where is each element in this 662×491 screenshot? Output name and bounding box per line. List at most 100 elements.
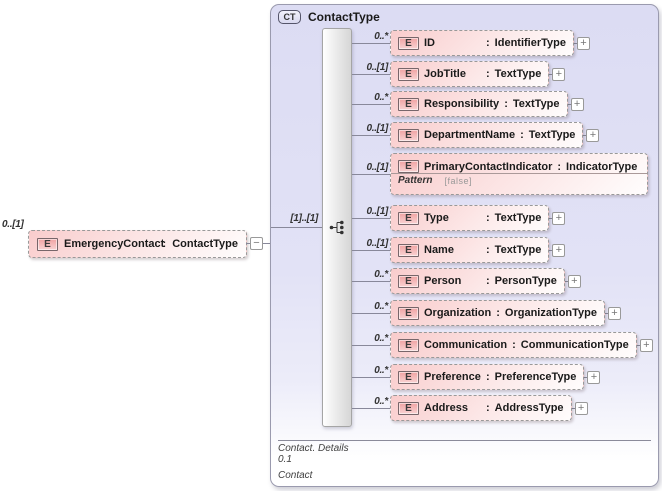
collapse-button[interactable]: − xyxy=(250,237,263,250)
element-box[interactable]: E Communication : CommunicationType xyxy=(390,332,637,358)
annotation-line: 0.1 xyxy=(278,454,292,465)
separator: : xyxy=(486,68,490,80)
element-name: DepartmentName xyxy=(424,129,516,141)
element-name: Person xyxy=(424,275,462,287)
element-box[interactable]: E Preference : PreferenceType xyxy=(390,364,585,390)
element-row: 0..* E Person : PersonType + xyxy=(352,268,581,294)
element-row: 0..[1] E DepartmentName : TextType + xyxy=(352,122,600,148)
separator: : xyxy=(496,307,500,319)
stub-line xyxy=(564,280,568,282)
cardinality-label: 0..[1] xyxy=(366,123,388,134)
connector-line: 0..[1] xyxy=(352,205,390,231)
separator: : xyxy=(504,98,508,110)
connector-line: 0..[1] xyxy=(352,61,390,87)
connector-line: 0..[1] xyxy=(352,153,390,195)
cardinality-label: 0..* xyxy=(374,269,388,280)
root-element-name: EmergencyContact xyxy=(64,238,165,250)
element-name: Communication xyxy=(424,339,508,351)
element-name: Organization xyxy=(424,307,492,319)
complex-type-badge: CT xyxy=(278,10,301,24)
element-type: TextType xyxy=(494,68,542,80)
element-box[interactable]: E Responsibility : TextType xyxy=(390,91,568,117)
separator: : xyxy=(520,129,524,141)
element-row: 0..[1] E Type : TextType + xyxy=(352,205,566,231)
stub-line xyxy=(605,312,608,314)
expand-button[interactable]: + xyxy=(567,274,581,288)
compositor-connector-line xyxy=(271,227,322,228)
connector-line: 0..* xyxy=(352,332,390,358)
expand-button[interactable]: + xyxy=(574,401,588,415)
separator: : xyxy=(486,275,490,287)
element-type: OrganizationType xyxy=(504,307,597,319)
element-name: Name xyxy=(424,244,454,256)
cardinality-label: 0..* xyxy=(374,365,388,376)
element-row: 0..* E Address : AddressType + xyxy=(352,395,588,421)
element-icon: E xyxy=(398,306,419,320)
element-box[interactable]: E Type : TextType xyxy=(390,205,550,231)
element-type: TextType xyxy=(528,129,576,141)
element-type: PreferenceType xyxy=(494,371,577,383)
connector-line: 0..* xyxy=(352,268,390,294)
element-box[interactable]: E DepartmentName : TextType xyxy=(390,122,584,148)
complex-type-header: CT ContactType xyxy=(278,10,380,24)
element-row: 0..* E Organization : OrganizationType + xyxy=(352,300,621,326)
expand-button[interactable]: + xyxy=(586,128,600,142)
element-type: TextType xyxy=(494,244,542,256)
element-box[interactable]: E Organization : OrganizationType xyxy=(390,300,605,326)
element-box[interactable]: E JobTitle : TextType xyxy=(390,61,550,87)
element-box[interactable]: E Person : PersonType xyxy=(390,268,565,294)
sequence-icon xyxy=(329,220,344,235)
stub-line xyxy=(636,344,640,346)
facet-row: Pattern [false] xyxy=(391,173,647,188)
expand-button[interactable]: + xyxy=(587,370,601,384)
element-type: AddressType xyxy=(494,402,564,414)
expand-button[interactable]: + xyxy=(552,243,566,257)
complex-type-title: ContactType xyxy=(308,10,380,24)
element-box[interactable]: E Name : TextType xyxy=(390,237,550,263)
separator: : xyxy=(486,37,490,49)
element-row: 0..* E ID : IdentifierType + xyxy=(352,30,590,56)
expand-button[interactable]: + xyxy=(608,306,621,320)
element-type: IndicatorType xyxy=(566,160,638,173)
element-row: 0..* E Preference : PreferenceType + xyxy=(352,364,601,390)
root-element-box[interactable]: E EmergencyContact : ContactType xyxy=(28,230,247,258)
expand-button[interactable]: + xyxy=(570,97,584,111)
cardinality-label: 0..* xyxy=(374,333,388,344)
stub-line xyxy=(571,407,575,409)
element-box[interactable]: E PrimaryContactIndicator : IndicatorTyp… xyxy=(390,153,648,195)
element-type: TextType xyxy=(512,98,560,110)
separator: : xyxy=(557,160,562,173)
separator: : xyxy=(486,371,490,383)
element-row: 0..[1] E JobTitle : TextType + xyxy=(352,61,566,87)
element-icon: E xyxy=(398,160,419,173)
separator: : xyxy=(512,339,516,351)
expand-button[interactable]: + xyxy=(552,211,566,225)
footer-divider xyxy=(278,440,651,441)
element-name: Address xyxy=(424,402,469,414)
element-icon: E xyxy=(398,243,419,257)
element-box[interactable]: E Address : AddressType xyxy=(390,395,572,421)
element-row: 0..* E Communication : CommunicationType… xyxy=(352,332,653,358)
stub-line xyxy=(583,134,587,136)
root-cardinality-label: 0..[1] xyxy=(2,219,24,230)
cardinality-label: 0..* xyxy=(374,301,388,312)
connector-line: 0..[1] xyxy=(352,237,390,263)
element-icon: E xyxy=(398,338,419,352)
element-icon: E xyxy=(398,211,419,225)
expand-button[interactable]: + xyxy=(552,67,566,81)
root-element-type: ContactType xyxy=(172,238,238,250)
connector-line: 0..* xyxy=(352,364,390,390)
expand-button[interactable]: + xyxy=(639,338,653,352)
stub-line xyxy=(584,376,588,378)
element-icon: E xyxy=(398,97,419,111)
connector-line: 0..[1] xyxy=(352,122,390,148)
connector-line: 0..* xyxy=(352,30,390,56)
element-name: Responsibility xyxy=(424,98,500,110)
expand-button[interactable]: + xyxy=(576,36,590,50)
connector-line: 0..* xyxy=(352,300,390,326)
element-box[interactable]: E ID : IdentifierType xyxy=(390,30,574,56)
element-name: Type xyxy=(424,212,449,224)
connector-line: 0..* xyxy=(352,91,390,117)
element-name: PrimaryContactIndicator xyxy=(424,160,553,173)
annotation-line: Contact xyxy=(278,470,313,481)
